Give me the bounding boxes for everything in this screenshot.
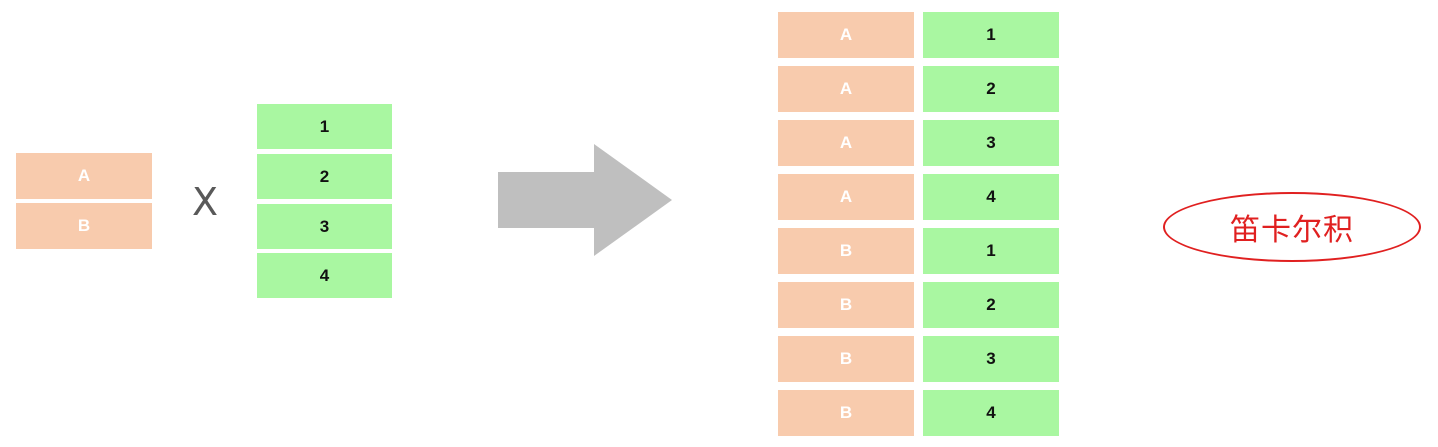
right-set-cell-2: 2 (257, 154, 392, 199)
result-letter-7: B (778, 336, 914, 382)
result-number-5: 1 (923, 228, 1059, 274)
result-letter-3: A (778, 120, 914, 166)
right-arrow-icon (498, 144, 672, 256)
result-letter-2: A (778, 66, 914, 112)
right-set-cell-3: 3 (257, 204, 392, 249)
result-number-6: 2 (923, 282, 1059, 328)
result-letter-4: A (778, 174, 914, 220)
result-number-1: 1 (923, 12, 1059, 58)
left-set-cell-a: A (16, 153, 152, 199)
result-number-2: 2 (923, 66, 1059, 112)
result-letter-8: B (778, 390, 914, 436)
result-letter-5: B (778, 228, 914, 274)
result-number-8: 4 (923, 390, 1059, 436)
result-number-3: 3 (923, 120, 1059, 166)
result-number-4: 4 (923, 174, 1059, 220)
multiply-operator: X (191, 180, 219, 224)
caption-label: 笛卡尔积 (1230, 213, 1354, 248)
result-letter-1: A (778, 12, 914, 58)
right-set-cell-4: 4 (257, 253, 392, 298)
right-set-cell-1: 1 (257, 104, 392, 149)
caption-oval: 笛卡尔积 (1163, 192, 1421, 262)
left-set-cell-b: B (16, 203, 152, 249)
result-number-7: 3 (923, 336, 1059, 382)
result-letter-6: B (778, 282, 914, 328)
